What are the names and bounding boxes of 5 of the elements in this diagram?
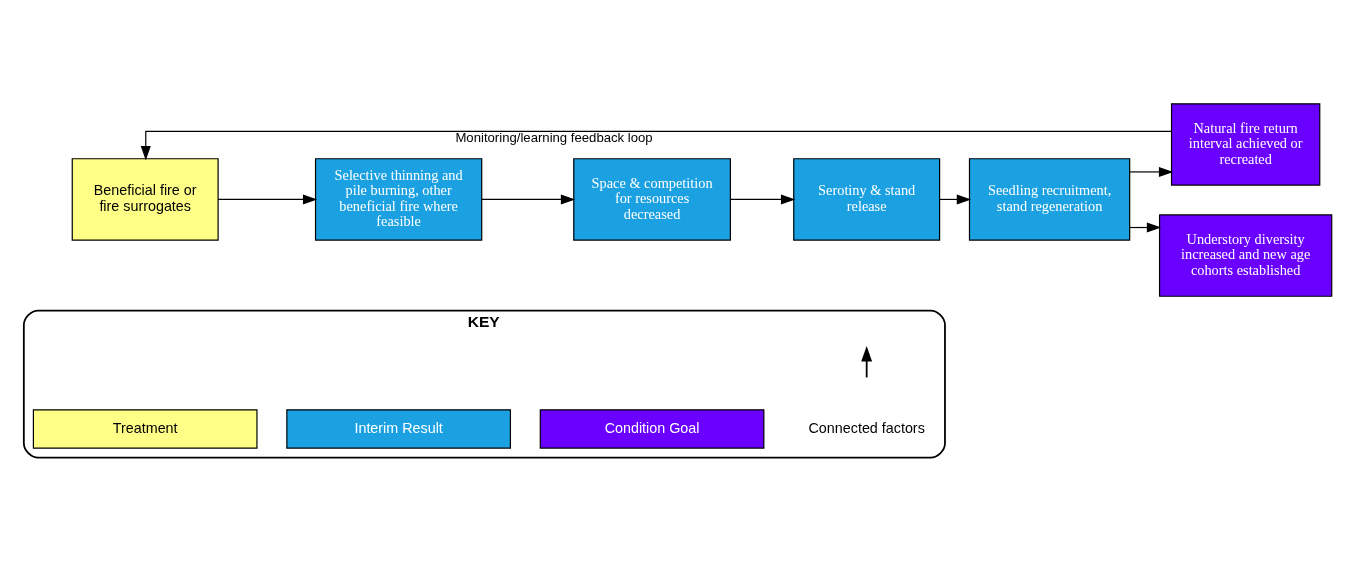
legend-label: Treatment xyxy=(112,419,178,436)
legend-label: Interim Result xyxy=(354,419,443,436)
legend-label: Condition Goal xyxy=(604,419,700,436)
legend-label: Connected factors xyxy=(808,419,925,436)
edge-label: Monitoring/learning feedback loop xyxy=(455,129,653,145)
